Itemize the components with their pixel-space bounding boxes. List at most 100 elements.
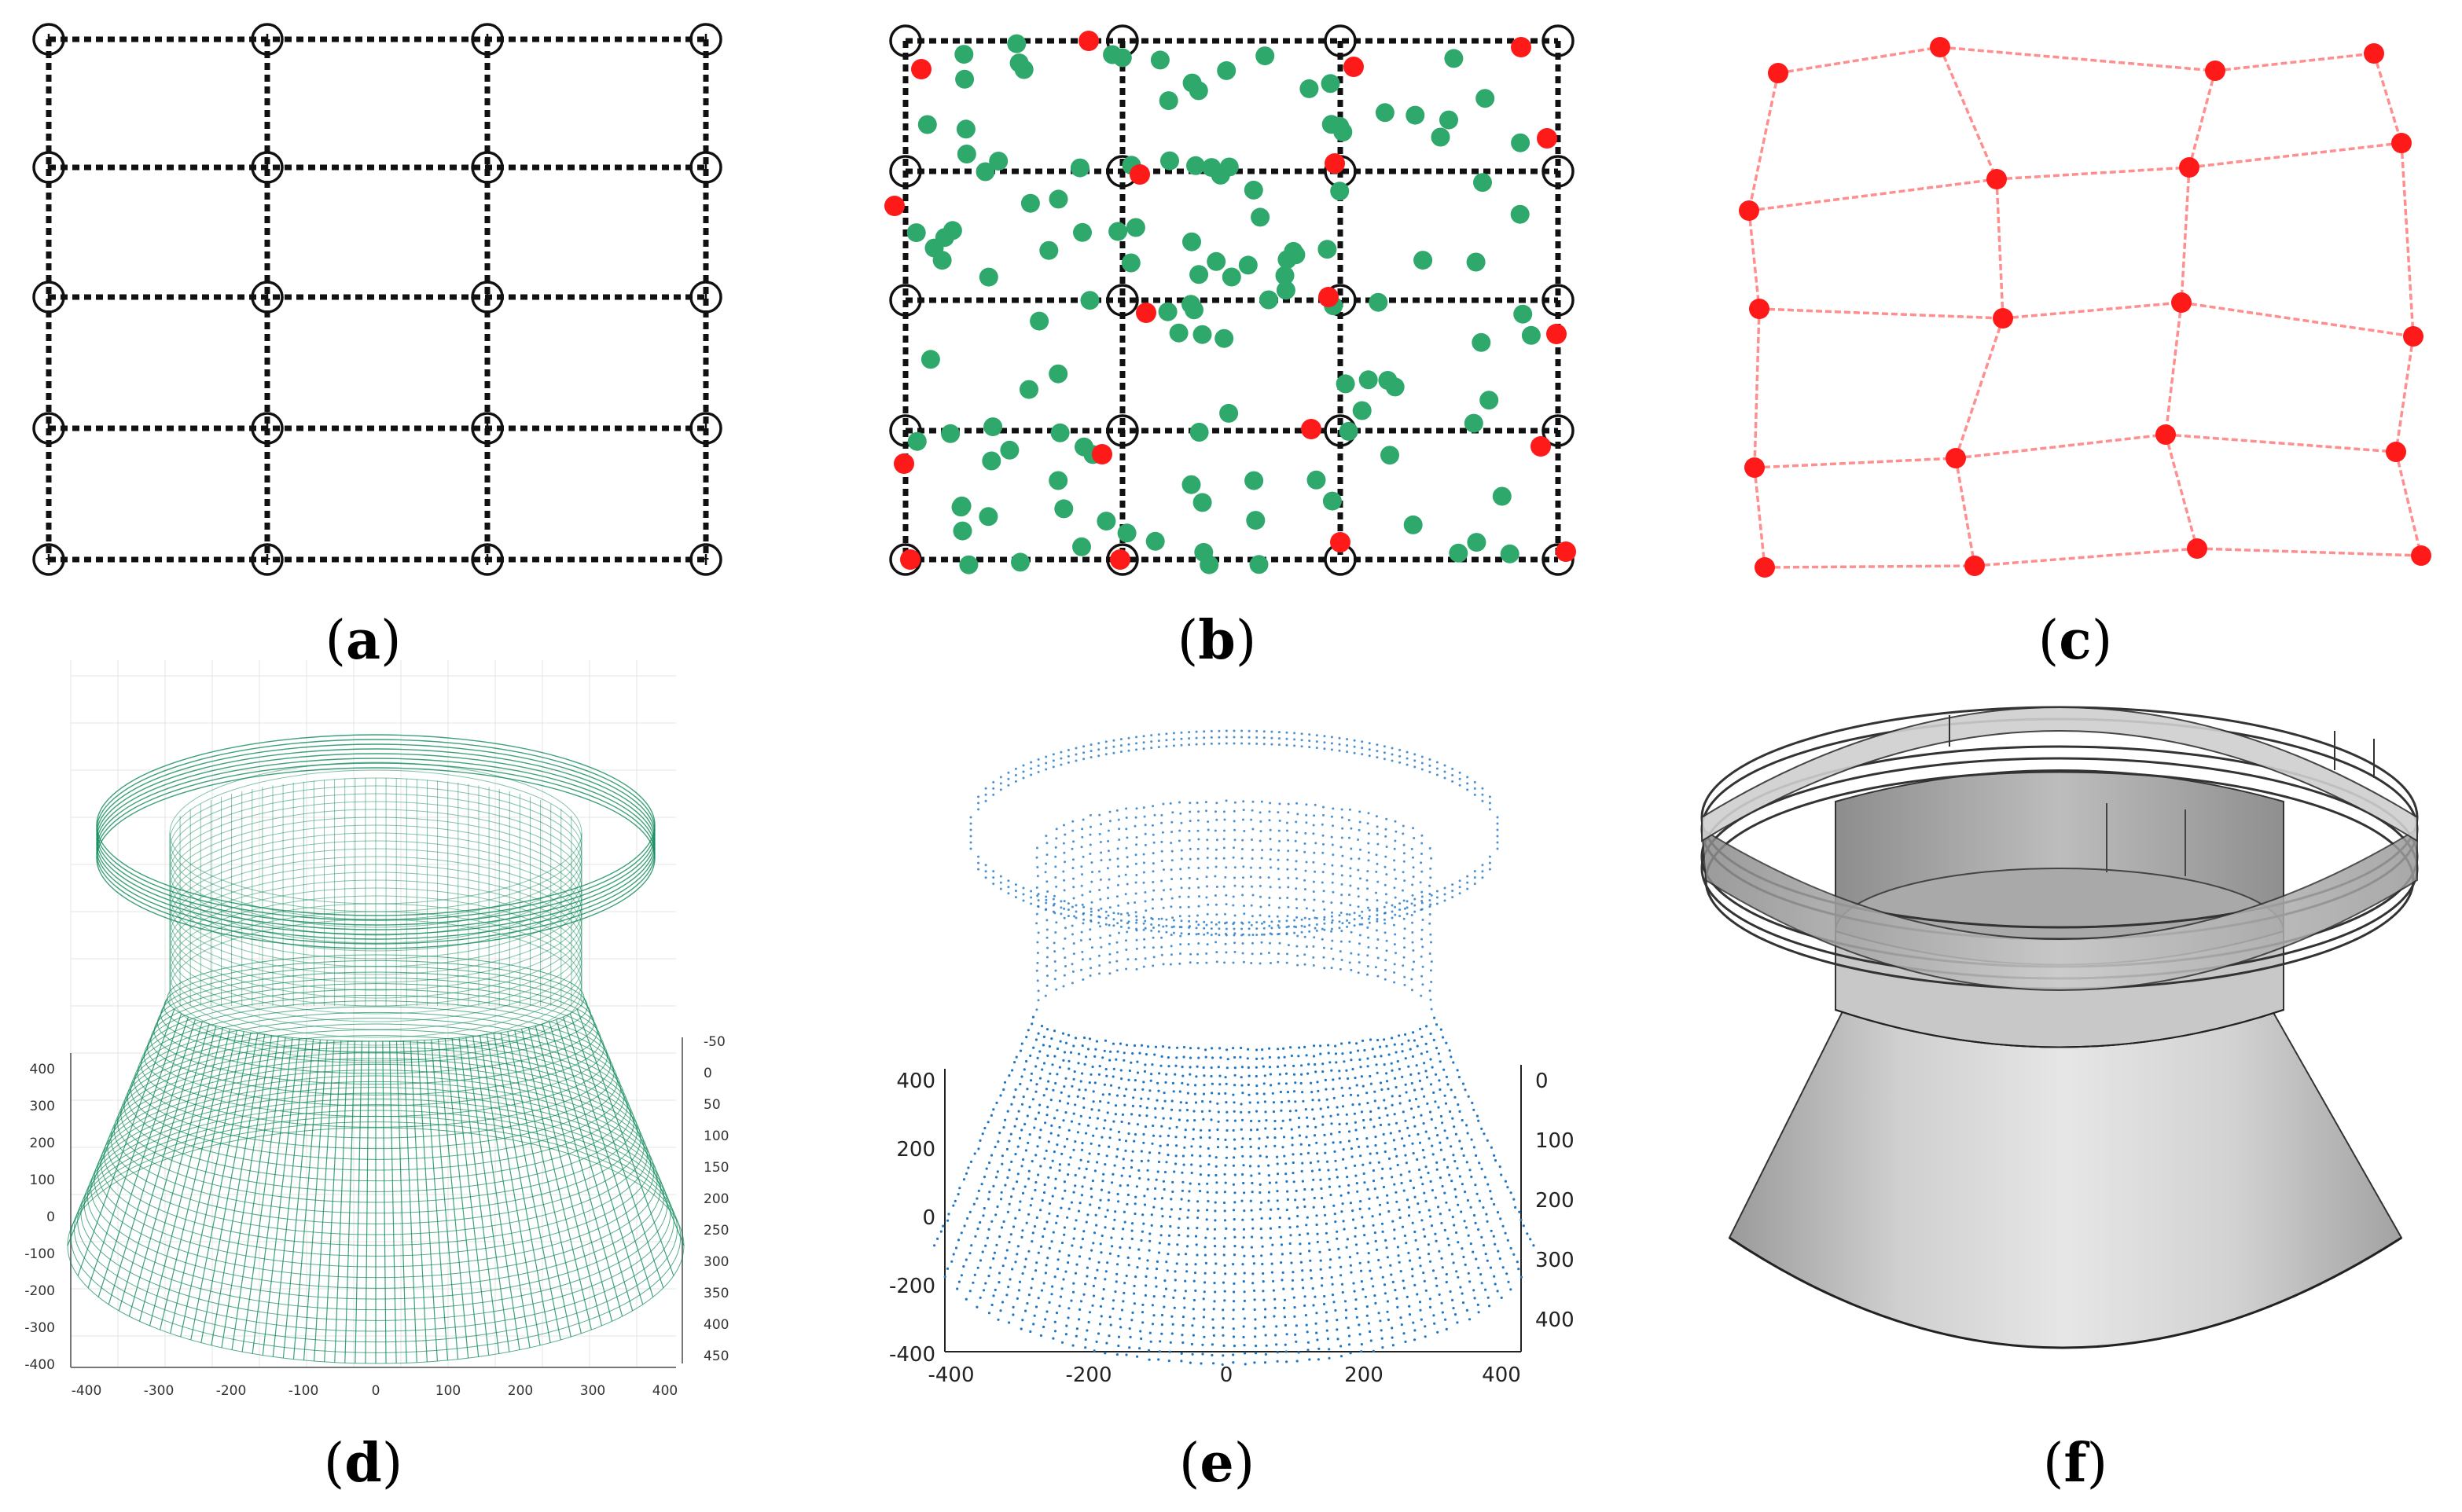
point	[1293, 931, 1296, 934]
point	[1346, 744, 1349, 747]
point	[1457, 1203, 1460, 1206]
point	[1440, 1221, 1443, 1224]
point	[1286, 915, 1289, 918]
point	[1058, 1066, 1061, 1069]
point	[1099, 1242, 1102, 1246]
point	[1319, 1044, 1322, 1048]
point	[1380, 1337, 1383, 1340]
point	[1361, 740, 1364, 743]
point	[992, 1257, 995, 1261]
point	[1188, 926, 1191, 929]
sample-point	[989, 152, 1009, 171]
point	[1140, 1044, 1144, 1047]
point	[1213, 1237, 1216, 1240]
point	[1136, 1123, 1139, 1126]
point	[1135, 742, 1138, 745]
point	[1338, 736, 1341, 739]
point	[1276, 1351, 1279, 1354]
point	[1009, 1132, 1012, 1136]
point	[1079, 1080, 1082, 1083]
point	[1338, 1256, 1341, 1259]
point	[1054, 876, 1057, 879]
point	[1438, 1250, 1441, 1253]
point	[1160, 1055, 1163, 1058]
point	[1081, 828, 1084, 831]
point	[1126, 856, 1129, 859]
point	[1036, 952, 1039, 955]
point	[1251, 809, 1254, 812]
point	[1137, 1169, 1141, 1172]
sample-point	[1222, 267, 1241, 287]
point	[1289, 1046, 1292, 1049]
point	[967, 1166, 970, 1169]
mesh-ring	[130, 1018, 622, 1160]
point	[1000, 1226, 1004, 1229]
point	[1127, 914, 1130, 917]
point	[1164, 1287, 1168, 1290]
point	[1298, 1046, 1301, 1049]
point	[1067, 1102, 1070, 1105]
point	[1329, 1132, 1333, 1136]
point	[1263, 1100, 1266, 1103]
point	[1394, 839, 1397, 842]
point	[1063, 889, 1066, 892]
point	[1059, 1040, 1062, 1043]
point	[1159, 1340, 1162, 1343]
point	[1451, 773, 1454, 776]
point	[1242, 1325, 1245, 1328]
point	[1092, 1284, 1095, 1287]
point	[1383, 758, 1386, 761]
point	[1413, 1039, 1416, 1042]
deformed-line-h	[1955, 433, 2166, 460]
point	[1383, 1292, 1387, 1295]
point	[1104, 923, 1108, 926]
point	[1353, 739, 1356, 742]
point	[1404, 1057, 1407, 1060]
point	[1058, 1125, 1061, 1129]
point	[1402, 843, 1406, 846]
point	[1275, 1325, 1278, 1328]
point	[1346, 1176, 1349, 1179]
point	[1269, 1217, 1272, 1220]
point	[1426, 1102, 1429, 1105]
mesh-ring	[100, 1070, 652, 1257]
point	[1255, 736, 1259, 739]
point	[1116, 847, 1119, 850]
point	[1376, 956, 1380, 960]
point	[1267, 952, 1270, 954]
point	[1085, 1132, 1088, 1135]
point	[1303, 963, 1306, 966]
point	[1354, 1235, 1357, 1238]
point	[1223, 829, 1225, 832]
point	[1376, 1038, 1380, 1042]
point	[965, 1258, 968, 1261]
point	[1355, 1316, 1358, 1319]
point	[1255, 1048, 1259, 1051]
point	[1292, 1064, 1295, 1067]
point	[1119, 1042, 1123, 1045]
point	[968, 1252, 972, 1255]
deformed-node	[1993, 308, 2013, 328]
point	[957, 1193, 960, 1196]
point	[1160, 1323, 1163, 1327]
point	[1117, 818, 1120, 821]
point	[1142, 922, 1145, 925]
point	[1322, 1206, 1326, 1209]
point	[1148, 1331, 1152, 1334]
point	[1316, 1240, 1319, 1243]
point	[1428, 770, 1431, 773]
point	[1009, 1233, 1012, 1236]
point	[1420, 755, 1424, 758]
point	[1233, 950, 1237, 953]
point	[1286, 1091, 1290, 1094]
point	[977, 795, 980, 798]
caption-a: (a)	[325, 609, 402, 672]
point	[1460, 1210, 1463, 1213]
point	[1428, 1110, 1432, 1114]
point	[1193, 1119, 1196, 1122]
point	[1082, 905, 1086, 908]
point	[1225, 729, 1228, 732]
point	[1214, 810, 1217, 813]
sample-point	[1182, 73, 1202, 93]
point	[1477, 1311, 1480, 1314]
